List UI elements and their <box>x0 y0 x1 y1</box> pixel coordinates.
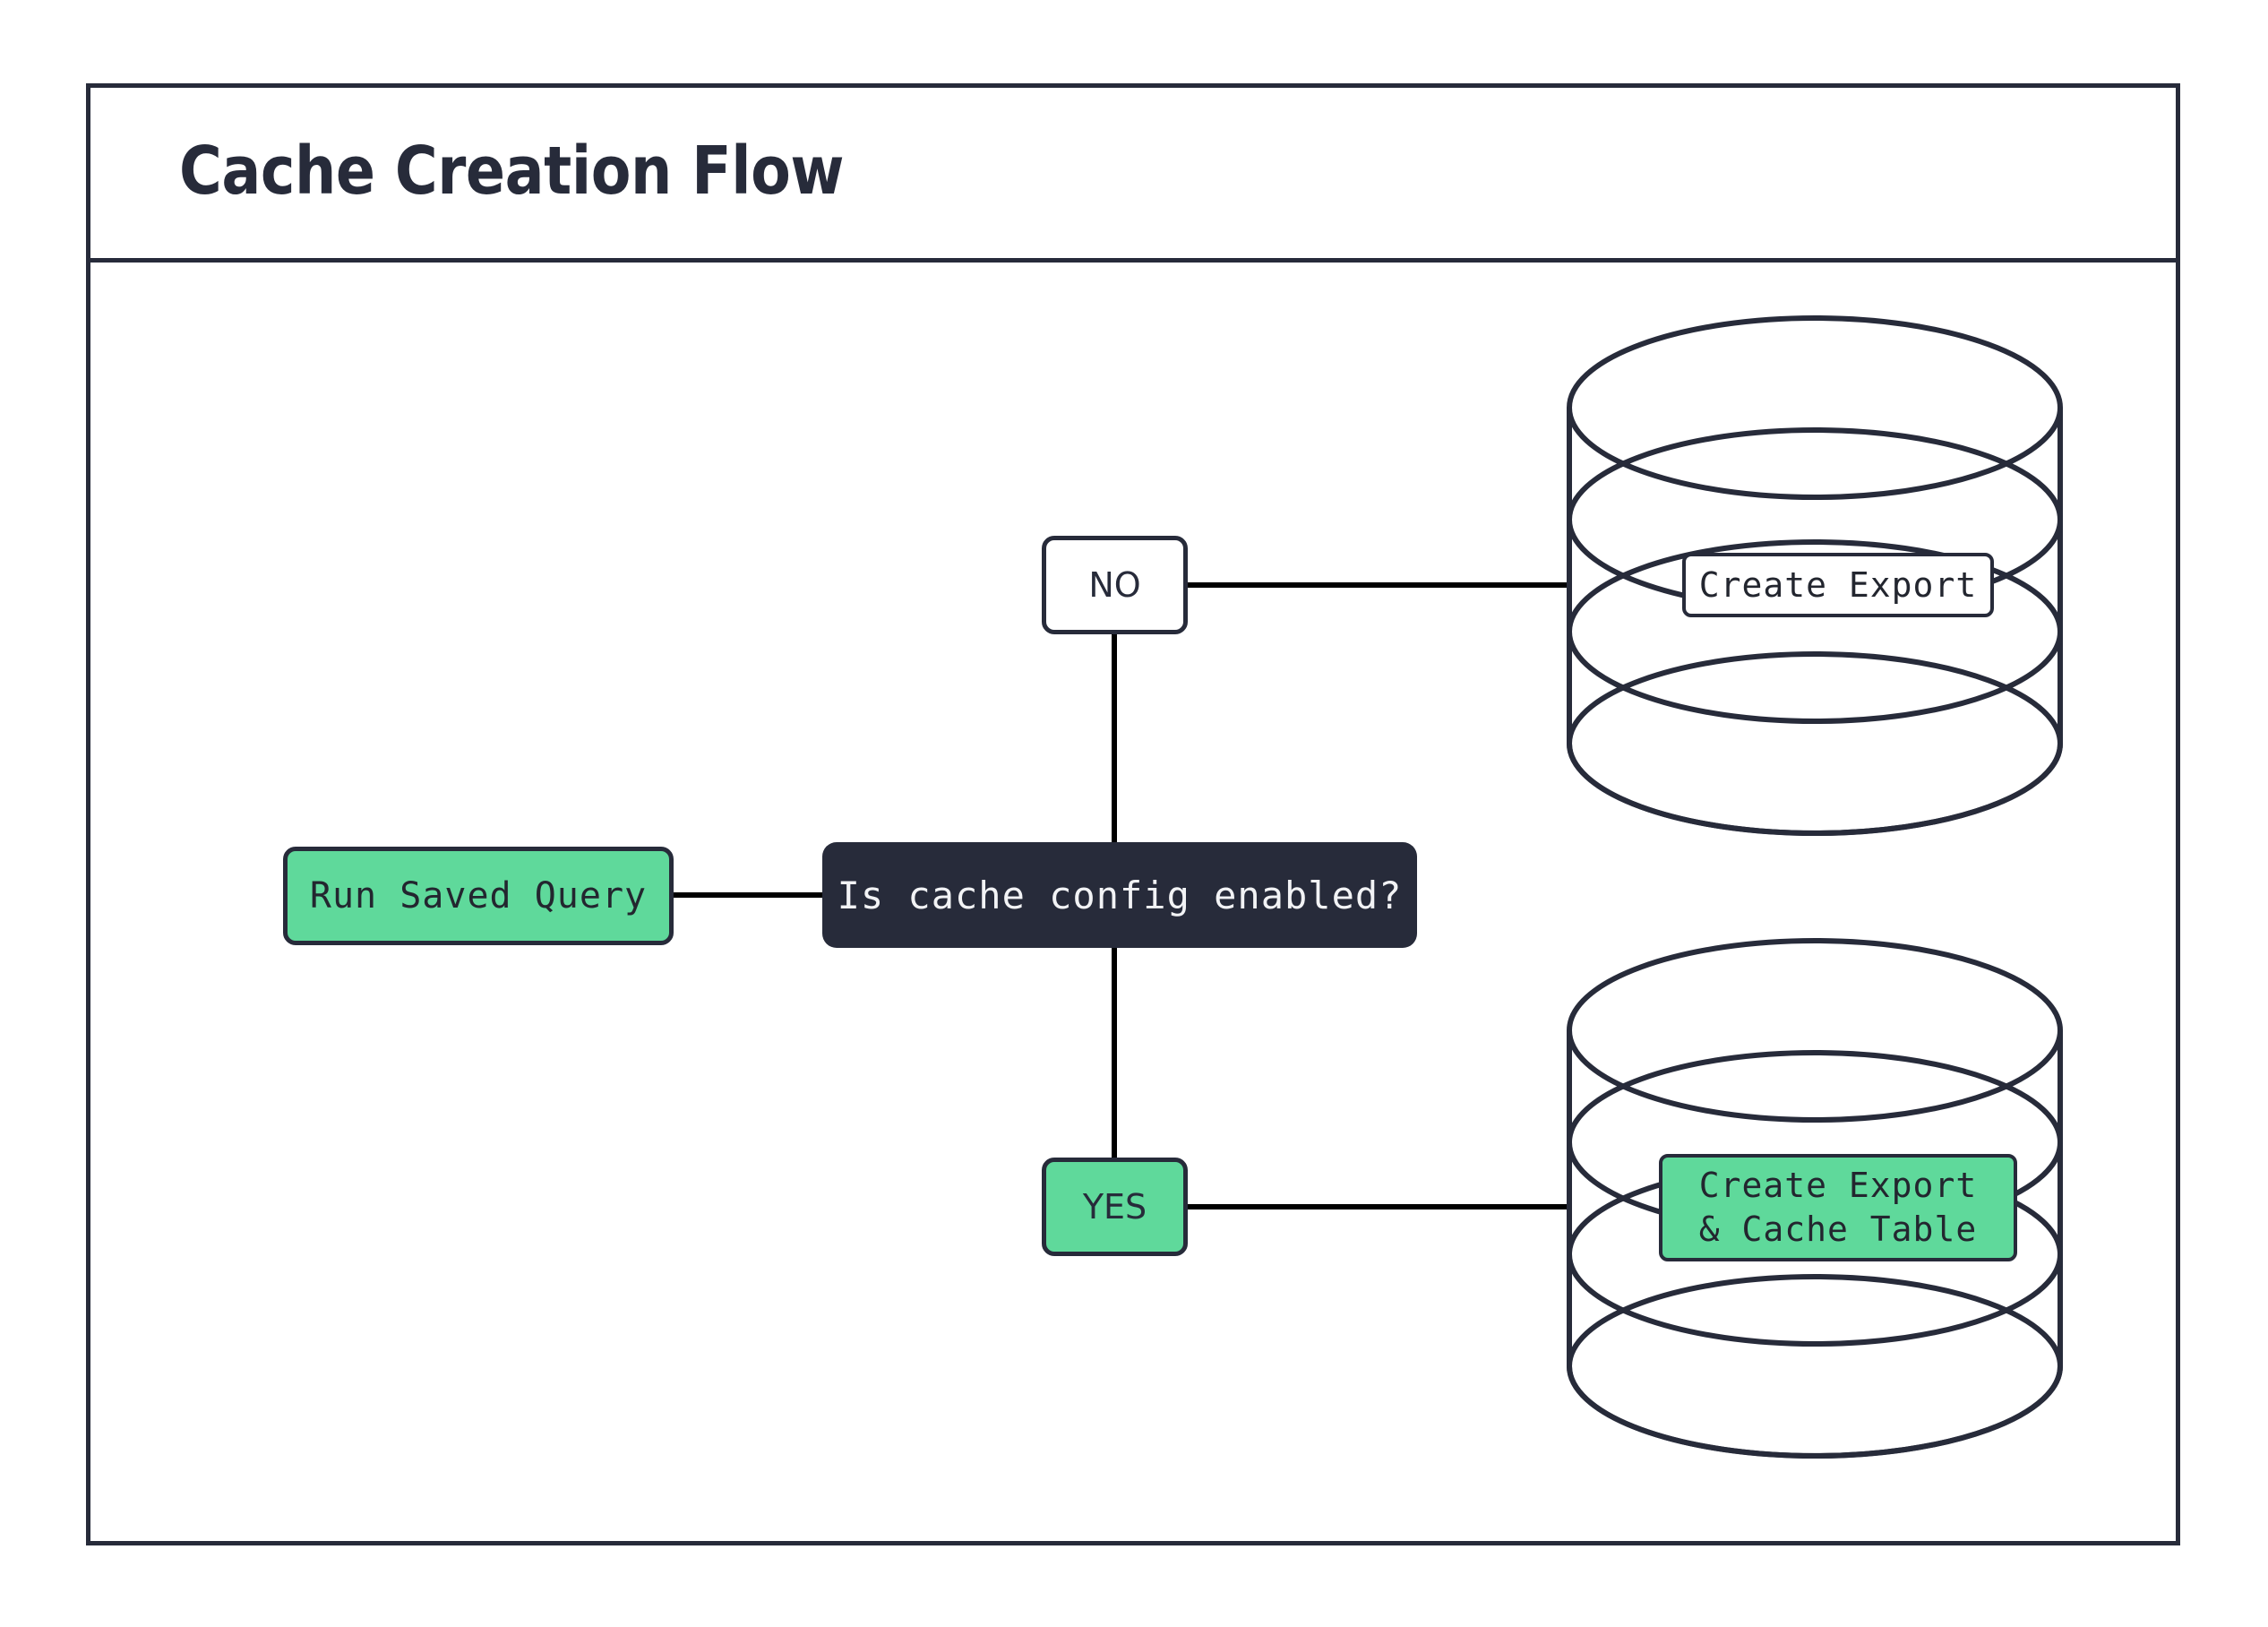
node-cache-config-decision[interactable]: Is cache config enabled? <box>822 842 1417 948</box>
database-export-label[interactable]: Create Export <box>1682 553 1994 617</box>
node-run-saved-query[interactable]: Run Saved Query <box>283 847 674 945</box>
branch-label-yes[interactable]: YES <box>1042 1158 1188 1256</box>
diagram-header: Cache Creation Flow <box>86 83 2180 263</box>
diagram-title: Cache Creation Flow <box>179 132 845 210</box>
database-export-cache-label[interactable]: Create Export & Cache Table <box>1659 1154 2017 1261</box>
diagram-frame <box>86 83 2180 1545</box>
branch-label-no[interactable]: NO <box>1042 536 1188 634</box>
